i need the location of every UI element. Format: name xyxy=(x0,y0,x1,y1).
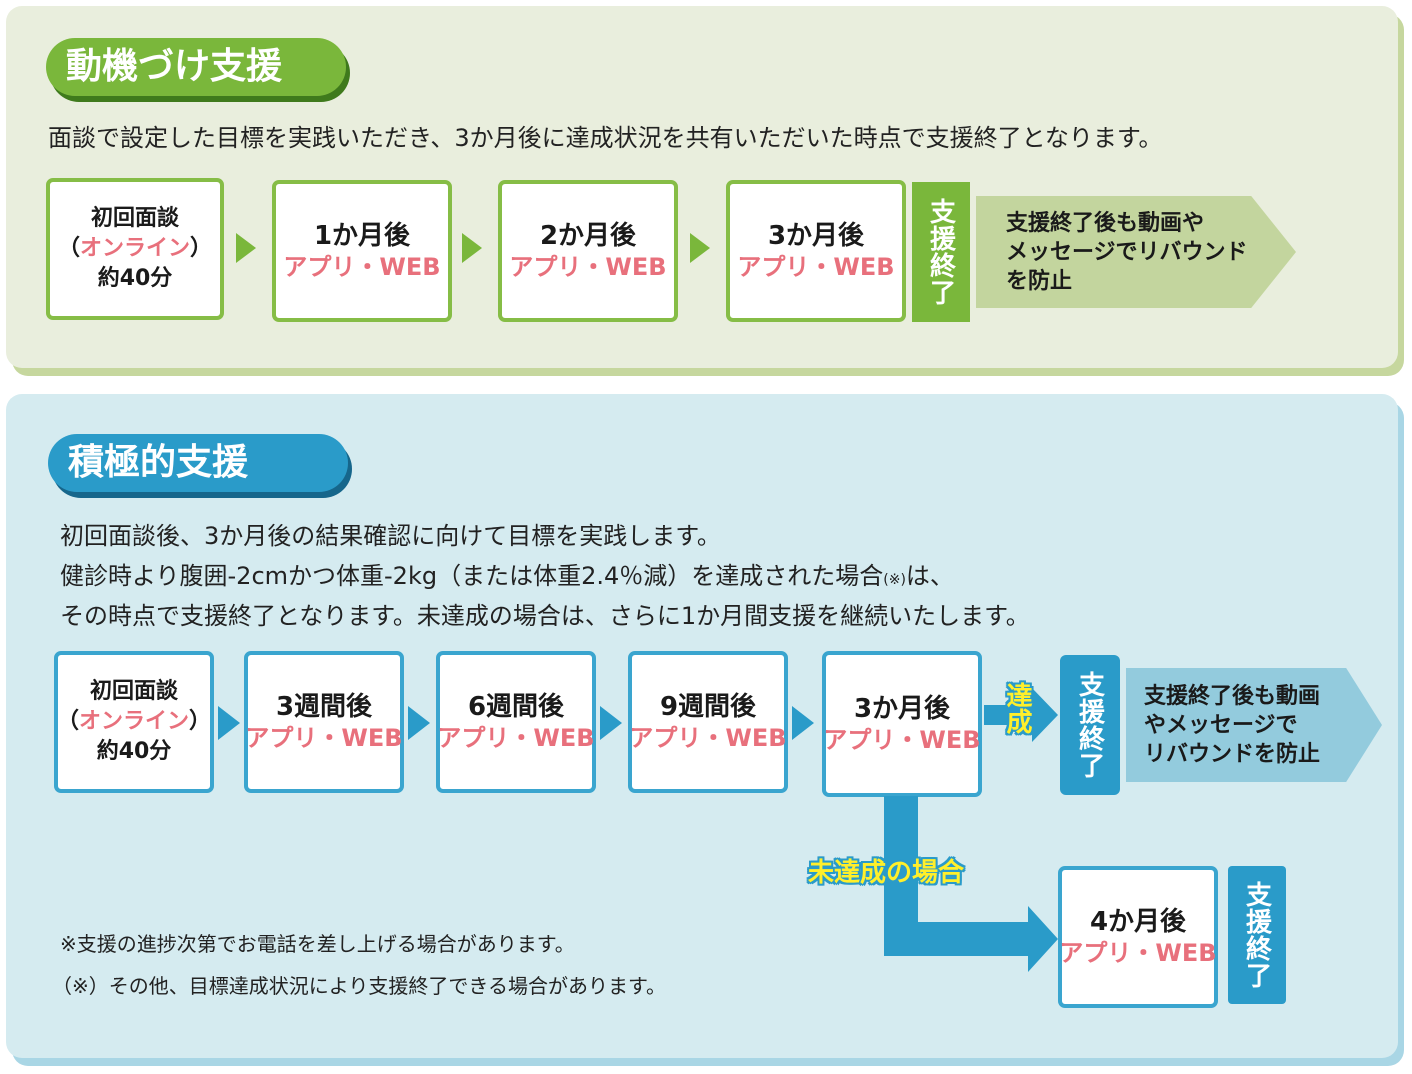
step-box: 2か月後 アプリ・WEB xyxy=(498,180,678,322)
step-method: アプリ・WEB xyxy=(245,724,403,752)
active-support-heading: 積極的支援 xyxy=(48,434,348,492)
arrow-right-icon xyxy=(408,706,430,740)
step-title: 4か月後 xyxy=(1089,907,1187,937)
arrow-right-icon xyxy=(792,706,814,740)
not-achieved-path-arrow xyxy=(884,796,1058,972)
active-description-line-1: 初回面談後、3か月後の結果確認に向けて目標を実践します。 xyxy=(60,522,721,550)
duration-label: 約40分 xyxy=(96,739,172,764)
step-title: 3か月後 xyxy=(767,221,865,251)
first-interview-label: 初回面談 xyxy=(90,206,179,231)
step-title: 6週間後 xyxy=(467,692,565,722)
step-title: 3週間後 xyxy=(275,692,373,722)
arrow-right-icon xyxy=(236,233,256,263)
support-end-tag: 支援終了 xyxy=(912,182,970,322)
step-box: 1か月後 アプリ・WEB xyxy=(272,180,452,322)
online-line: （オンライン） xyxy=(56,709,212,734)
step-box: 6週間後 アプリ・WEB xyxy=(436,651,596,793)
step-method: アプリ・WEB xyxy=(737,253,895,281)
step-method: アプリ・WEB xyxy=(823,726,981,754)
arrow-right-icon xyxy=(600,706,622,740)
step-box: 9週間後 アプリ・WEB xyxy=(628,651,788,793)
not-achieved-label: 未達成の場合 xyxy=(808,858,965,888)
arrow-right-icon xyxy=(462,233,482,263)
after-note-line: リバウンドを防止 xyxy=(1144,741,1321,767)
motivational-support-heading: 動機づけ支援 xyxy=(46,38,346,96)
step-title: 3か月後 xyxy=(853,694,951,724)
first-interview-box: 初回面談 （オンライン） 約40分 xyxy=(46,178,224,320)
step-method: アプリ・WEB xyxy=(437,724,595,752)
support-end-tag: 支援終了 xyxy=(1228,866,1286,1004)
after-support-note: 支援終了後も動画 やメッセージで リバウンドを防止 xyxy=(1126,668,1382,782)
step-title: 9週間後 xyxy=(659,692,757,722)
extra-step-box: 4か月後 アプリ・WEB xyxy=(1058,866,1218,1008)
footnote-other-end: （※）その他、目標達成状況により支援終了できる場合があります。 xyxy=(52,974,666,998)
first-interview-box: 初回面談 （オンライン） 約40分 xyxy=(54,651,214,793)
step-box: 3週間後 アプリ・WEB xyxy=(244,651,404,793)
after-note-line: を防止 xyxy=(1006,268,1073,294)
step-title: 1か月後 xyxy=(313,221,411,251)
first-interview-label: 初回面談 xyxy=(89,679,178,704)
step-method: アプリ・WEB xyxy=(1059,939,1217,967)
achieved-arrow-icon xyxy=(984,688,1058,742)
after-note-line: メッセージでリバウンド xyxy=(1006,239,1248,265)
footnote-phone: ※支援の進捗次第でお電話を差し上げる場合があります。 xyxy=(60,932,575,956)
step-method: アプリ・WEB xyxy=(283,253,441,281)
after-note-line: やメッセージで xyxy=(1144,712,1298,738)
after-support-note: 支援終了後も動画や メッセージでリバウンド を防止 xyxy=(976,196,1296,308)
after-note-line: 支援終了後も動画や xyxy=(1006,210,1205,236)
duration-label: 約40分 xyxy=(97,266,173,291)
step-title: 2か月後 xyxy=(539,221,637,251)
active-description-line-2: 健診時より腹囲-2cmかつ体重-2kg（または体重2.4％減）を達成された場合(… xyxy=(60,562,954,590)
online-line: （オンライン） xyxy=(57,236,213,261)
arrow-right-icon xyxy=(218,706,240,740)
achieved-label: 達成 xyxy=(1002,682,1032,734)
arrow-right-icon xyxy=(690,233,710,263)
step-box: 3か月後 アプリ・WEB xyxy=(726,180,906,322)
support-end-tag: 支援終了 xyxy=(1060,655,1120,795)
step-method: アプリ・WEB xyxy=(629,724,787,752)
after-note-line: 支援終了後も動画 xyxy=(1144,683,1321,709)
motivational-description: 面談で設定した目標を実践いただき、3か月後に達成状況を共有いただいた時点で支援終… xyxy=(48,124,1163,152)
step-method: アプリ・WEB xyxy=(509,253,667,281)
step-box: 3か月後 アプリ・WEB xyxy=(822,651,982,797)
active-description-line-3: その時点で支援終了となります。未達成の場合は、さらに1か月間支援を継続いたします… xyxy=(60,602,1030,630)
